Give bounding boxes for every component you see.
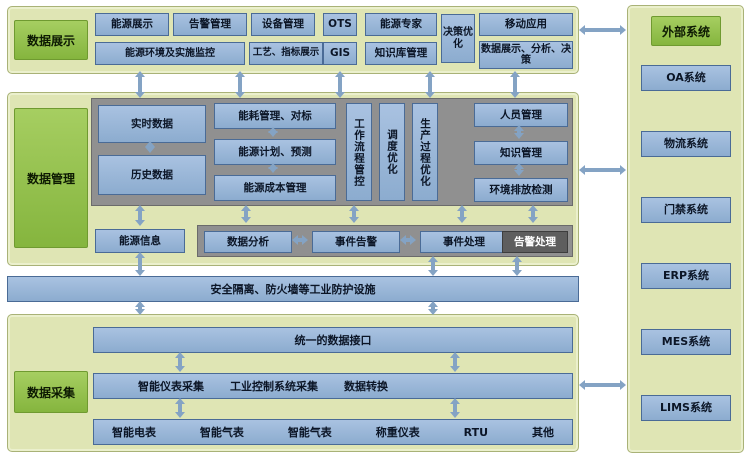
double-arrow-icon	[134, 301, 146, 315]
double-arrow-icon	[513, 125, 525, 139]
box-personnel-management: 人员管理	[474, 103, 568, 127]
box-workflow-control: 工作流程管控	[346, 103, 372, 201]
acquisition-section: 数据采集 统一的数据接口 智能仪表采集 工业控制系统采集 数据转换 智能电表 智…	[7, 314, 579, 452]
box-production-optimization: 生产过程优化	[412, 103, 438, 201]
double-arrow-icon	[292, 234, 308, 246]
double-arrow-icon	[579, 164, 626, 176]
double-arrow-icon	[174, 398, 186, 418]
label-ics-collection: 工业控制系统采集	[230, 380, 318, 393]
double-arrow-icon	[134, 205, 146, 226]
double-arrow-icon	[579, 379, 626, 391]
box-event-alarm: 事件告警	[312, 231, 400, 253]
double-arrow-icon	[234, 71, 246, 98]
double-arrow-icon	[579, 24, 626, 36]
management-core-group: 实时数据 历史数据 能耗管理、对标 能源计划、预测 能源成本管理 工作流程管控 …	[91, 98, 573, 206]
double-arrow-icon	[267, 127, 279, 137]
unified-data-interface-bar: 统一的数据接口	[93, 327, 573, 353]
box-alarm-handling: 告警处理	[502, 231, 568, 253]
box-energy-info: 能源信息	[95, 229, 185, 253]
security-firewall-bar: 安全隔离、防火墙等工业防护设施	[7, 276, 579, 302]
double-arrow-icon	[427, 301, 439, 315]
box-decision-optimization: 决策优化	[441, 14, 475, 63]
box-knowledge-base: 知识库管理	[365, 42, 437, 65]
box-device-management: 设备管理	[251, 13, 315, 36]
double-arrow-icon	[527, 205, 539, 223]
device-label: 智能电表	[112, 426, 156, 439]
double-arrow-icon	[174, 352, 186, 372]
double-arrow-icon	[348, 205, 360, 223]
double-arrow-icon	[267, 163, 279, 173]
external-systems-section: 外部系统 OA系统 物流系统 门禁系统 ERP系统 MES系统 LIMS系统	[627, 5, 744, 453]
double-arrow-icon	[427, 256, 439, 276]
box-realtime-data: 实时数据	[98, 105, 206, 143]
box-display-analysis-decision: 数据展示、分析、决策	[479, 41, 573, 69]
box-emission-detection: 环境排放检测	[474, 178, 568, 202]
device-label: RTU	[463, 425, 489, 439]
management-section-label: 数据管理	[14, 108, 88, 248]
devices-bar: 智能电表 智能气表 智能气表 称重仪表 RTU 其他	[93, 419, 573, 445]
double-arrow-icon	[513, 163, 525, 176]
box-dispatch-optimization: 调度优化	[379, 103, 405, 201]
box-data-analysis: 数据分析	[204, 231, 292, 253]
box-energy-expert: 能源专家	[365, 13, 437, 36]
box-mes-system: MES系统	[641, 329, 731, 355]
display-section: 数据展示 能源展示 告警管理 设备管理 OTS 能源专家 决策优化 移动应用 能…	[7, 6, 579, 74]
double-arrow-icon	[134, 252, 146, 276]
event-flow-group: 数据分析 事件告警 事件处理 告警处理	[197, 225, 573, 257]
double-arrow-icon	[144, 141, 156, 153]
box-alarm-management: 告警管理	[173, 13, 247, 36]
box-logistics-system: 物流系统	[641, 131, 731, 157]
double-arrow-icon	[424, 71, 436, 98]
box-energy-plan-forecast: 能源计划、预测	[214, 139, 336, 165]
collection-bar: 智能仪表采集 工业控制系统采集 数据转换	[93, 373, 573, 399]
box-oa-system: OA系统	[641, 65, 731, 91]
box-mobile-app: 移动应用	[479, 13, 573, 36]
double-arrow-icon	[449, 398, 461, 418]
acquisition-section-label: 数据采集	[14, 371, 88, 413]
box-history-data: 历史数据	[98, 155, 206, 195]
box-lims-system: LIMS系统	[641, 395, 731, 421]
box-event-handling: 事件处理	[420, 231, 508, 253]
box-knowledge-management: 知识管理	[474, 141, 568, 165]
external-systems-label: 外部系统	[651, 16, 721, 46]
label-data-conversion: 数据转换	[344, 380, 388, 393]
display-section-label: 数据展示	[14, 20, 88, 60]
double-arrow-icon	[134, 71, 146, 98]
box-env-monitor: 能源环境及实施监控	[95, 42, 245, 65]
double-arrow-icon	[511, 256, 523, 276]
box-gis: GIS	[323, 42, 357, 65]
double-arrow-icon	[400, 234, 416, 246]
label-meter-collection: 智能仪表采集	[138, 380, 204, 393]
device-label: 称重仪表	[375, 426, 420, 439]
box-energy-benchmark: 能耗管理、对标	[214, 103, 336, 129]
double-arrow-icon	[456, 205, 468, 223]
double-arrow-icon	[449, 352, 461, 372]
management-section: 数据管理 实时数据 历史数据 能耗管理、对标 能源计划、预测 能源成本管理 工作…	[7, 92, 579, 266]
box-ots: OTS	[323, 13, 357, 36]
box-access-control-system: 门禁系统	[641, 197, 731, 223]
box-craft-indicator-display: 工艺、指标展示	[249, 42, 323, 65]
double-arrow-icon	[509, 71, 521, 98]
box-energy-display: 能源展示	[95, 13, 169, 36]
device-label: 智能气表	[199, 426, 244, 439]
box-erp-system: ERP系统	[641, 263, 731, 289]
device-label: 其他	[531, 426, 554, 439]
double-arrow-icon	[240, 205, 252, 223]
double-arrow-icon	[334, 71, 346, 98]
device-label: 智能气表	[287, 426, 332, 439]
box-energy-cost: 能源成本管理	[214, 175, 336, 201]
